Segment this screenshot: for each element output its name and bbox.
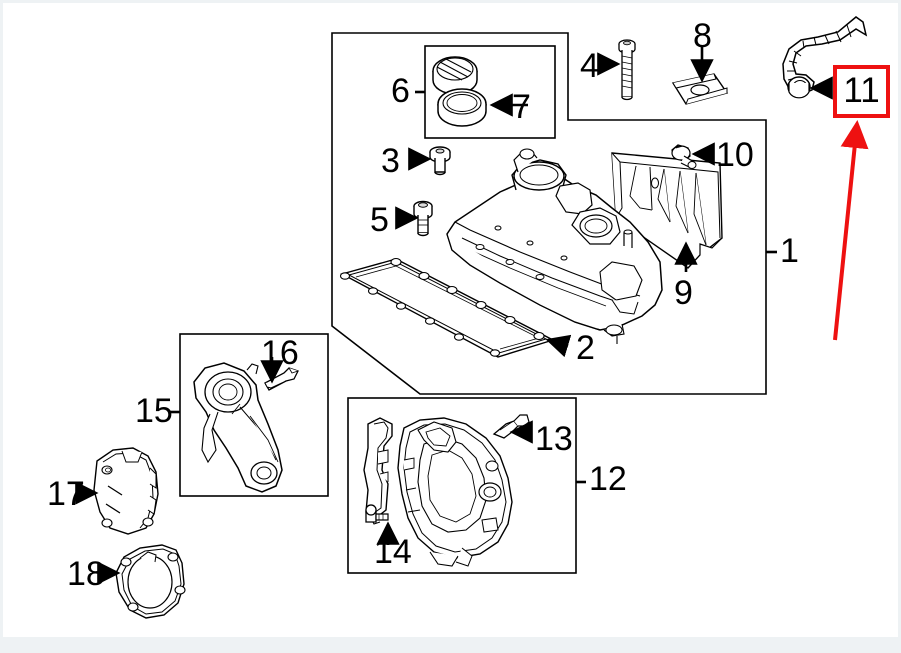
part-retainer-plate	[671, 73, 729, 105]
leader-2	[545, 334, 572, 358]
callout-16[interactable]: 16	[261, 334, 299, 372]
part-filler-cap-seal	[437, 88, 487, 127]
timing-belt-cover-box	[179, 333, 329, 497]
callout-18[interactable]: 18	[67, 555, 105, 593]
callout-9[interactable]: 9	[674, 274, 693, 312]
callout-17[interactable]: 17	[47, 475, 85, 513]
callout-14[interactable]: 14	[374, 533, 412, 571]
callout-11-highlight[interactable]: 11	[833, 65, 890, 118]
callout-7[interactable]: 7	[512, 88, 531, 126]
callout-5[interactable]: 5	[370, 201, 389, 239]
callout-10[interactable]: 10	[716, 136, 754, 174]
part-clip	[492, 414, 530, 439]
part-valve-cover-gasket	[339, 257, 555, 358]
callout-15[interactable]: 15	[135, 392, 173, 430]
callout-1[interactable]: 1	[780, 232, 799, 270]
leader-lines	[75, 45, 833, 585]
callout-8[interactable]: 8	[693, 17, 712, 55]
callout-12[interactable]: 12	[589, 460, 627, 498]
callout-2[interactable]: 2	[576, 329, 595, 367]
part-stud-bolt	[413, 200, 433, 237]
part-timing-cover	[363, 417, 513, 567]
part-breather-hose	[782, 16, 868, 99]
part-timing-cover-bolt	[365, 504, 389, 523]
part-timing-belt-cover	[193, 362, 283, 493]
part-oil-seal-housing	[115, 544, 186, 619]
part-bolt-short	[429, 146, 451, 176]
timing-cover-box	[347, 397, 577, 574]
callout-6[interactable]: 6	[391, 72, 410, 110]
callout-4[interactable]: 4	[580, 47, 599, 85]
highlight-arrow	[833, 120, 869, 341]
part-oil-filler-cap	[432, 56, 478, 95]
part-valve-cover	[446, 148, 663, 344]
part-heat-shield	[93, 447, 159, 535]
part-long-bolt	[618, 39, 636, 101]
callout-11: 11	[843, 70, 880, 110]
main-assembly-outline	[331, 32, 767, 395]
callout-13[interactable]: 13	[535, 420, 573, 458]
callout-3[interactable]: 3	[381, 142, 400, 180]
